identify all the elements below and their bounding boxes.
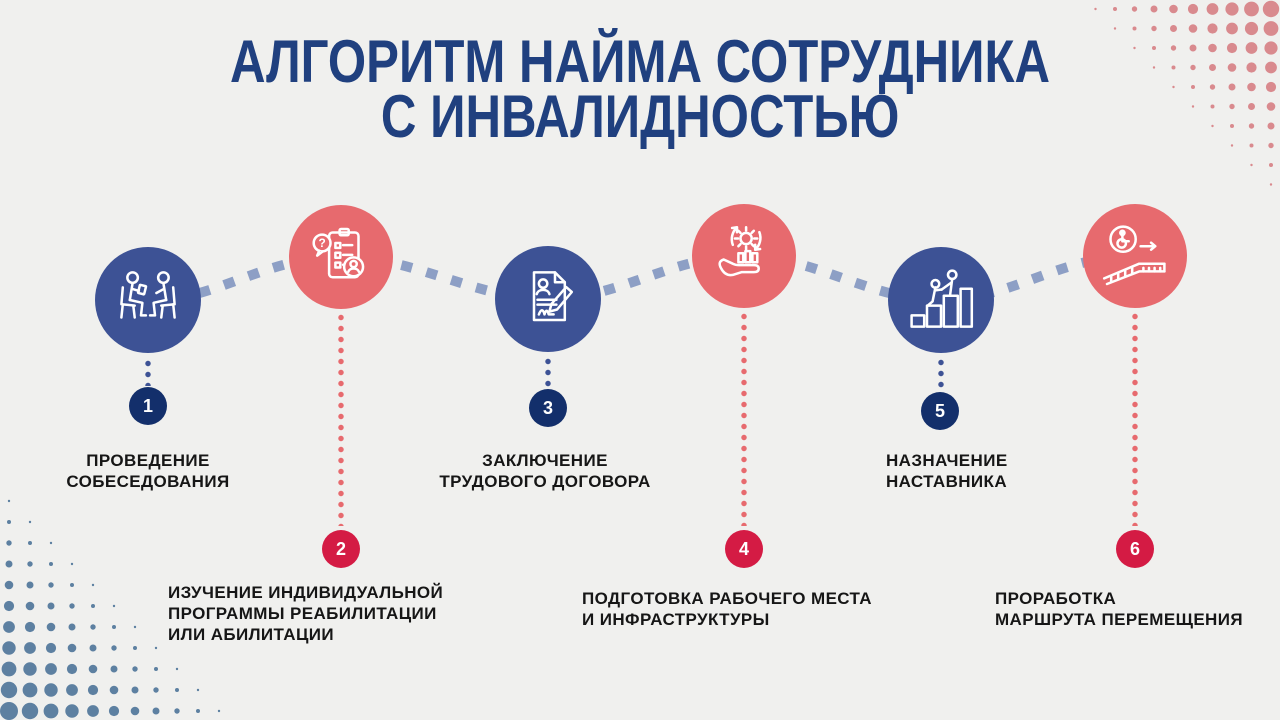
interview-icon (120, 271, 176, 319)
step-6-label: ПРОРАБОТКА МАРШРУТА ПЕРЕМЕЩЕНИЯ (995, 589, 1243, 629)
step-5-number: 5 (934, 400, 945, 421)
step-4-circle (692, 204, 796, 308)
step-4-dotted-line (741, 311, 747, 526)
svg-text:?: ? (318, 236, 325, 250)
step-1-label: ПРОВЕДЕНИЕ СОБЕСЕДОВАНИЯ (66, 451, 230, 491)
mentor-steps-icon (910, 269, 974, 328)
rehab-program-checklist-icon: ? (312, 227, 365, 279)
step-6-number-badge: 6 (1116, 530, 1154, 568)
step-4-number-badge: 4 (725, 530, 763, 568)
step-1-number: 1 (142, 395, 153, 416)
step-3-label: ЗАКЛЮЧЕНИЕ ТРУДОВОГО ДОГОВОРА (439, 451, 651, 491)
step-3-circle (495, 246, 601, 352)
page-title: АЛГОРИТМ НАЙМА СОТРУДНИКА С ИНВАЛИДНОСТЬ… (0, 28, 1280, 150)
halftone-dots-bottom-left (0, 499, 221, 720)
step-3-number: 3 (542, 397, 553, 418)
step-5-label: НАЗНАЧЕНИЕ НАСТАВНИКА (886, 451, 1008, 491)
title-line-2: С ИНВАЛИДНОСТЬЮ (380, 83, 900, 150)
step-1-circle (95, 247, 201, 353)
step-3-number-badge: 3 (529, 389, 567, 427)
step-1-dotted-line (145, 358, 151, 386)
step-3-dotted-line (545, 356, 551, 387)
step-4-label: ПОДГОТОВКА РАБОЧЕГО МЕСТА И ИНФРАСТРУКТУ… (582, 589, 872, 629)
title-line-1: АЛГОРИТМ НАЙМА СОТРУДНИКА (229, 28, 1051, 95)
step-6-circle (1083, 204, 1187, 308)
workplace-hand-gear-icon (718, 226, 762, 277)
step-4-number: 4 (738, 538, 749, 559)
step-1-number-badge: 1 (129, 387, 167, 425)
step-5-dotted-line (938, 357, 944, 390)
step-2-label: ИЗУЧЕНИЕ ИНДИВИДУАЛЬНОЙ ПРОГРАММЫ РЕАБИЛ… (168, 583, 444, 644)
halftone-dots-top-right (1094, 0, 1280, 186)
step-5-number-badge: 5 (921, 392, 959, 430)
step-6-number: 6 (1129, 538, 1140, 559)
step-5-circle (888, 247, 994, 353)
step-6-dotted-line (1132, 311, 1138, 526)
wheelchair-ramp-route-icon (1102, 225, 1166, 286)
step-2-number-badge: 2 (322, 530, 360, 568)
contract-signing-icon (532, 271, 574, 322)
step-2-dotted-line (338, 312, 344, 526)
step-2-circle: ? (289, 205, 393, 309)
step-2-number: 2 (335, 538, 346, 559)
